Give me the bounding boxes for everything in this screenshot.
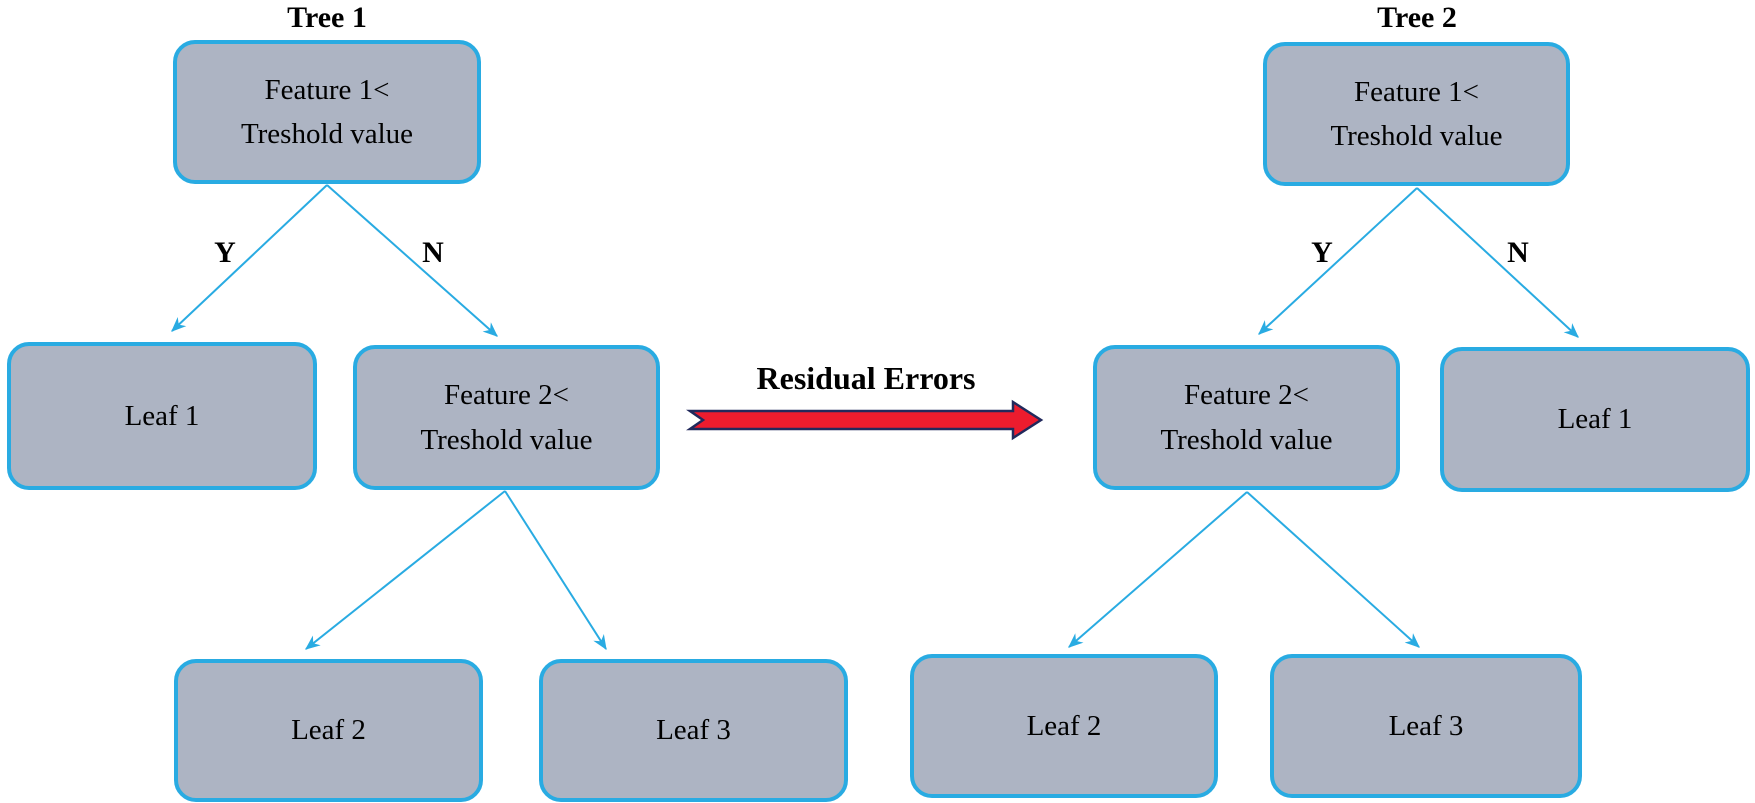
tree1-title: Tree 1 (287, 1, 367, 34)
tree2-label-yes: Y (1311, 236, 1333, 269)
tree2-edge-feature2-leaf3 (1246, 491, 1420, 648)
tree1-label-yes: Y (214, 236, 236, 269)
tree1-label-no: N (422, 236, 444, 269)
residual-errors-arrow (685, 399, 1044, 441)
tree1-edge-feature2-leaf2 (305, 490, 506, 650)
tree2-root-node: Feature 1< Treshold value (1263, 42, 1570, 186)
tree2-edge-no (1416, 187, 1579, 338)
tree2-leaf1-node: Leaf 1 (1440, 347, 1750, 492)
tree1-leaf3-node: Leaf 3 (539, 659, 848, 802)
tree1-leaf2-node: Leaf 2 (174, 659, 483, 802)
tree1-feature2-node: Feature 2< Treshold value (353, 345, 660, 490)
tree1-leaf1-node: Leaf 1 (7, 342, 317, 490)
tree2-edge-feature2-leaf2 (1068, 491, 1248, 648)
tree1-root-node: Feature 1< Treshold value (173, 40, 481, 184)
tree1-edge-yes (171, 184, 328, 332)
residual-errors-label: Residual Errors (756, 360, 976, 396)
tree2-feature2-node: Feature 2< Treshold value (1093, 345, 1400, 490)
tree1-edge-feature2-leaf3 (504, 490, 607, 651)
tree1-edge-no (326, 184, 498, 337)
tree2-leaf2-node: Leaf 2 (910, 654, 1218, 798)
tree2-leaf3-node: Leaf 3 (1270, 654, 1582, 798)
tree2-edge-yes (1258, 187, 1418, 335)
tree2-title: Tree 2 (1377, 1, 1457, 34)
tree2-label-no: N (1507, 236, 1529, 269)
